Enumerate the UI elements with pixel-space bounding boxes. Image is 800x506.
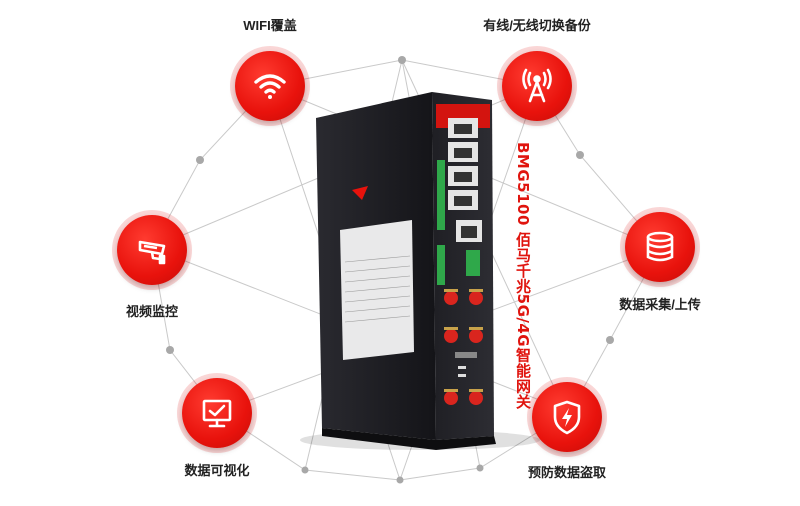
- antenna-tower-icon: [522, 68, 552, 103]
- feature-video-label: 视频监控: [125, 304, 179, 319]
- shield-bolt-icon: [553, 400, 581, 435]
- feature-upload-label: 数据采集/上传: [619, 297, 701, 312]
- feature-backup-label: 有线/无线切换备份: [483, 18, 591, 33]
- database-icon: [646, 231, 674, 262]
- wifi-icon: [254, 74, 286, 99]
- product-title: BMG5100 佰马千兆5G/4G智能网关: [514, 142, 532, 410]
- monitor-icon: [202, 399, 232, 428]
- feature-visual-label: 数据可视化: [184, 463, 250, 478]
- cctv-camera-icon: [138, 240, 166, 265]
- feature-wifi-label: WIFI覆盖: [243, 18, 297, 33]
- feature-security-label: 预防数据盗取: [527, 465, 607, 480]
